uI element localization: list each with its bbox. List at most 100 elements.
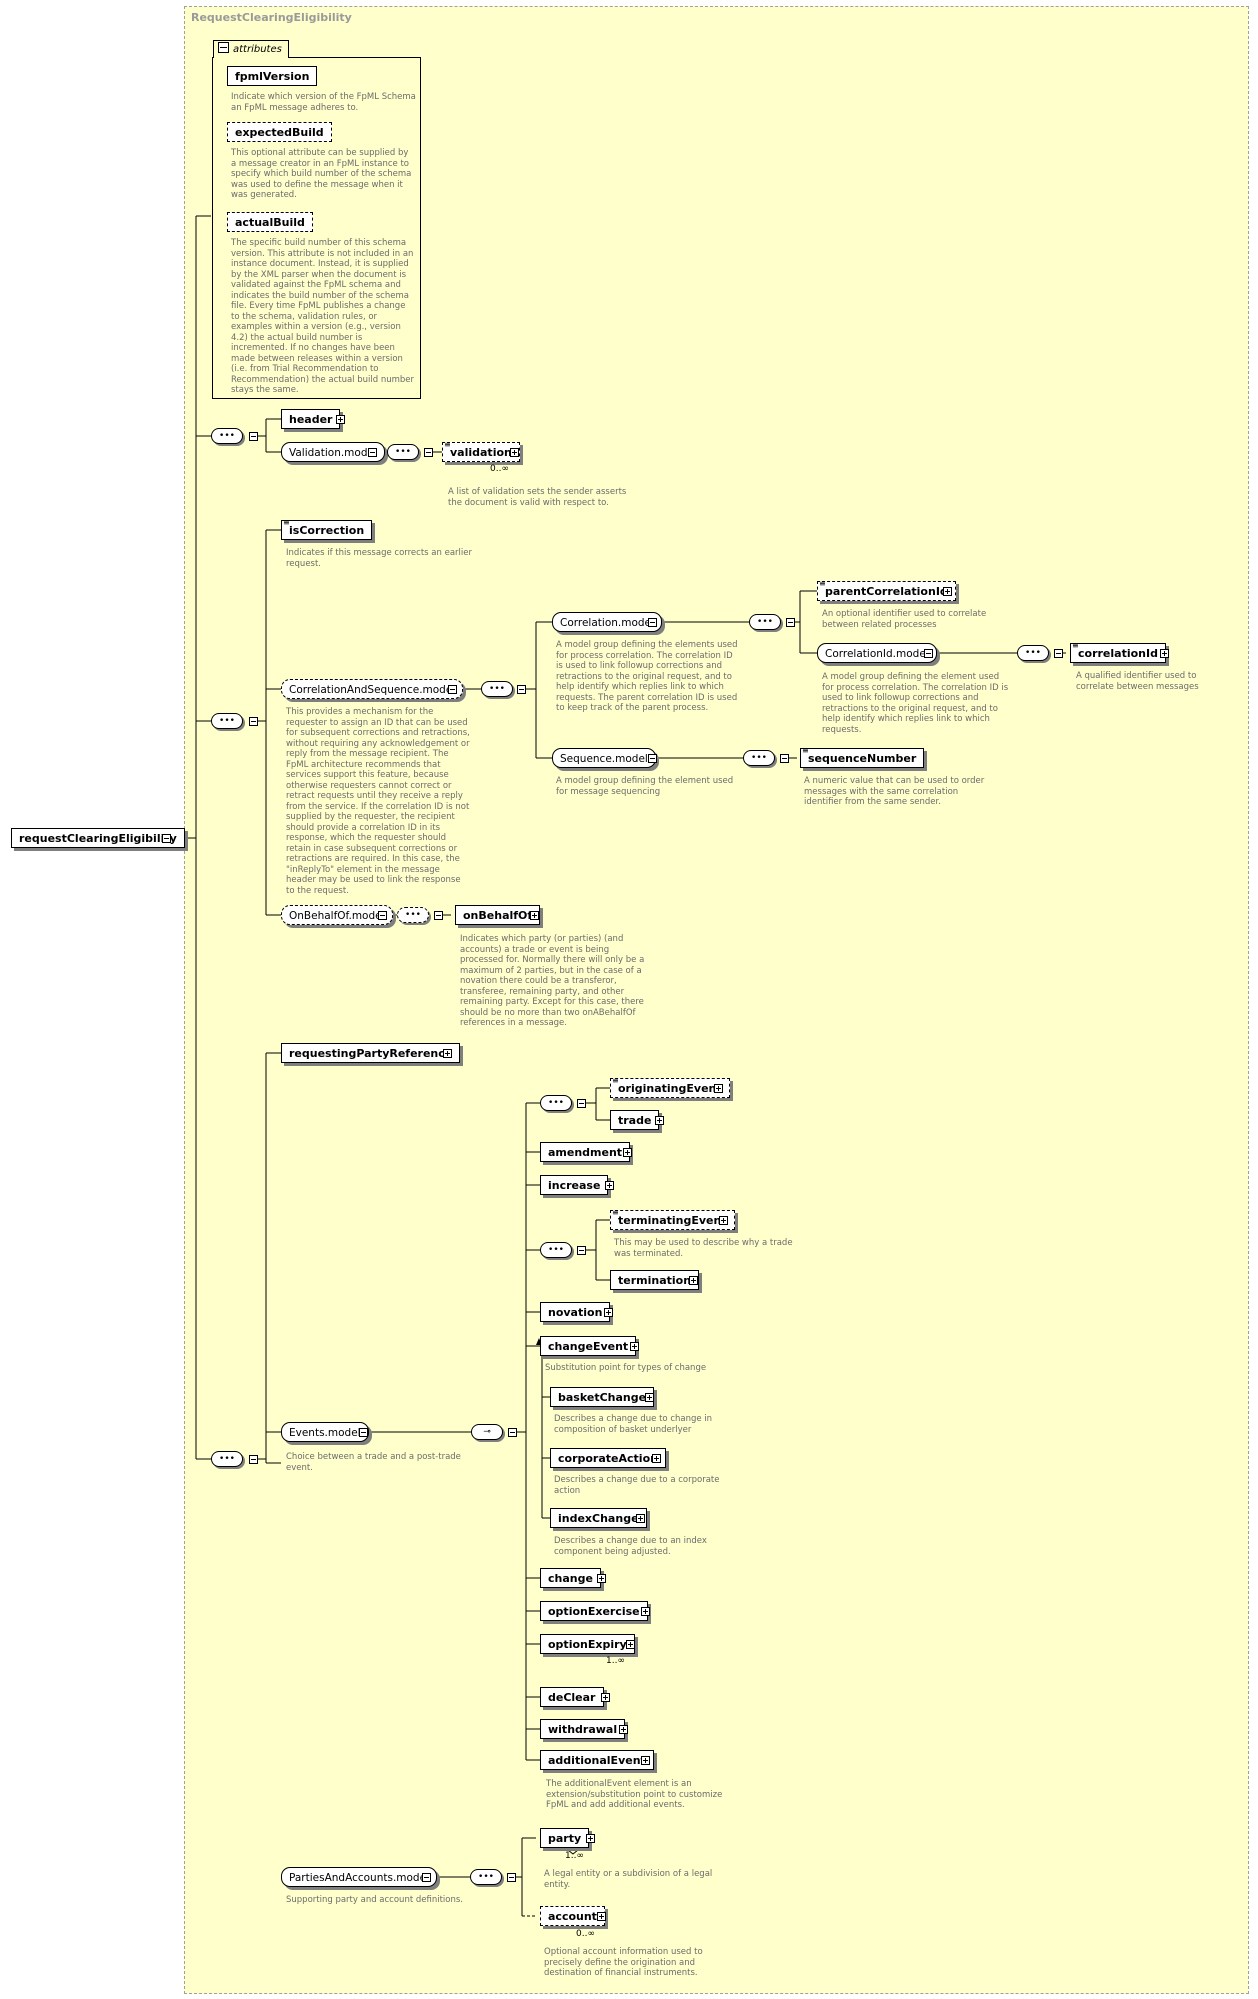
group-on-behalf-of-model[interactable]: OnBehalfOf.model — [281, 905, 393, 925]
element-correlation-id[interactable]: ≡correlationId — [1070, 642, 1166, 663]
element-is-correction[interactable]: ≡isCorrection — [281, 519, 373, 540]
collapse-icon[interactable] — [507, 1873, 516, 1882]
element-sequence-number[interactable]: ≡sequenceNumber — [800, 747, 925, 768]
attribute-fpml-version[interactable]: fpmlVersion — [227, 66, 318, 86]
collapse-icon[interactable] — [924, 649, 933, 658]
element-index-change[interactable]: indexChange — [550, 1508, 647, 1528]
element-option-expiry[interactable]: optionExpiry — [540, 1634, 635, 1654]
collapse-icon[interactable] — [577, 1099, 586, 1108]
sequence-compositor[interactable]: ••• — [470, 1869, 502, 1885]
collapse-icon[interactable] — [517, 685, 526, 694]
group-validation-model[interactable]: Validation.model — [281, 442, 385, 462]
collapse-icon[interactable] — [378, 911, 387, 920]
element-increase[interactable]: increase — [540, 1175, 609, 1195]
collapse-icon[interactable] — [218, 42, 229, 53]
attribute-actual-build[interactable]: actualBuild — [227, 212, 313, 232]
element-additional-event[interactable]: additionalEvent — [540, 1750, 654, 1770]
element-requesting-party-reference[interactable]: requestingPartyReference — [281, 1043, 461, 1063]
expand-icon[interactable] — [655, 1116, 664, 1125]
sequence-compositor[interactable]: ••• — [387, 444, 419, 460]
expand-icon[interactable] — [641, 1756, 650, 1765]
collapse-icon[interactable] — [577, 1246, 586, 1255]
collapse-icon[interactable] — [780, 754, 789, 763]
collapse-icon[interactable] — [508, 1428, 517, 1437]
collapse-icon[interactable] — [648, 754, 657, 763]
collapse-icon[interactable] — [448, 685, 457, 694]
expand-icon[interactable] — [645, 1393, 654, 1402]
element-originating-event[interactable]: ≡originatingEvent — [610, 1077, 730, 1098]
element-termination[interactable]: termination — [610, 1270, 700, 1290]
element-trade[interactable]: trade — [610, 1110, 660, 1130]
expand-icon[interactable] — [605, 1181, 614, 1190]
expand-icon[interactable] — [336, 415, 345, 424]
element-option-exercise[interactable]: optionExercise — [540, 1601, 648, 1621]
expand-icon[interactable] — [601, 1693, 610, 1702]
expand-icon[interactable] — [530, 911, 539, 920]
element-change-event[interactable]: changeEvent — [540, 1336, 637, 1356]
collapse-icon[interactable] — [249, 432, 258, 441]
expand-icon[interactable] — [443, 1049, 452, 1058]
sequence-compositor[interactable]: ••• — [211, 1451, 243, 1467]
collapse-icon[interactable] — [249, 1455, 258, 1464]
expand-icon[interactable] — [623, 1148, 632, 1157]
element-basket-change[interactable]: basketChange — [550, 1387, 655, 1407]
element-corporate-action[interactable]: corporateAction — [550, 1448, 666, 1468]
collapse-icon[interactable] — [249, 717, 258, 726]
collapse-icon[interactable] — [424, 448, 433, 457]
expand-icon[interactable] — [689, 1276, 698, 1285]
collapse-icon[interactable] — [786, 618, 795, 627]
group-correlation-and-sequence-model[interactable]: CorrelationAndSequence.model — [281, 679, 464, 699]
expand-icon[interactable] — [597, 1574, 606, 1583]
element-validation[interactable]: ≡validation — [442, 441, 520, 462]
collapse-icon[interactable] — [359, 1428, 368, 1437]
sequence-compositor[interactable]: ••• — [749, 614, 781, 630]
root-element[interactable]: requestClearingEligibility — [11, 828, 185, 848]
element-amendment[interactable]: amendment — [540, 1142, 631, 1162]
sequence-compositor[interactable]: ••• — [211, 428, 243, 444]
group-events-model[interactable]: Events.model — [281, 1422, 369, 1442]
group-parties-and-accounts-model[interactable]: PartiesAndAccounts.model — [281, 1867, 437, 1887]
element-de-clear[interactable]: deClear — [540, 1687, 604, 1707]
collapse-icon[interactable] — [422, 1873, 431, 1882]
expand-icon[interactable] — [714, 1084, 723, 1093]
expand-icon[interactable] — [586, 1834, 595, 1843]
expand-icon[interactable] — [1160, 649, 1169, 658]
expand-icon[interactable] — [604, 1308, 613, 1317]
group-sequence-model[interactable]: Sequence.model — [552, 748, 656, 768]
collapse-icon[interactable] — [648, 618, 657, 627]
sequence-compositor[interactable]: ••• — [1017, 645, 1049, 661]
expand-icon[interactable] — [652, 1454, 661, 1463]
expand-icon[interactable] — [626, 1640, 635, 1649]
expand-icon[interactable] — [719, 1216, 728, 1225]
expand-icon[interactable] — [510, 448, 519, 457]
expand-icon[interactable] — [630, 1342, 639, 1351]
expand-icon[interactable] — [641, 1607, 650, 1616]
sequence-compositor[interactable]: ••• — [540, 1095, 572, 1111]
expand-icon[interactable] — [943, 587, 952, 596]
attribute-expected-build[interactable]: expectedBuild — [227, 122, 332, 142]
collapse-icon[interactable] — [434, 911, 443, 920]
sequence-compositor[interactable]: ••• — [397, 907, 429, 923]
choice-compositor[interactable]: ⊸ — [471, 1424, 503, 1440]
group-correlation-id-model[interactable]: CorrelationId.model — [817, 643, 937, 663]
element-terminating-event[interactable]: ≡terminatingEvent — [610, 1209, 735, 1230]
element-parent-correlation-id[interactable]: ≡parentCorrelationId — [817, 580, 956, 601]
element-change[interactable]: change — [540, 1568, 601, 1588]
collapse-icon[interactable] — [368, 448, 377, 457]
expand-icon[interactable] — [636, 1514, 645, 1523]
sequence-compositor[interactable]: ••• — [540, 1242, 572, 1258]
element-withdrawal[interactable]: withdrawal — [540, 1719, 626, 1739]
element-account[interactable]: account — [540, 1906, 605, 1926]
sequence-compositor[interactable]: ••• — [743, 750, 775, 766]
collapse-icon[interactable] — [162, 834, 171, 843]
expand-icon[interactable] — [597, 1912, 606, 1921]
collapse-icon[interactable] — [1054, 649, 1063, 658]
expand-icon[interactable] — [619, 1725, 628, 1734]
element-party[interactable]: party — [540, 1828, 590, 1848]
group-correlation-model[interactable]: Correlation.model — [552, 612, 662, 632]
element-on-behalf-of[interactable]: onBehalfOf — [455, 905, 541, 925]
sequence-compositor[interactable]: ••• — [481, 681, 513, 697]
attributes-tab[interactable]: attributes — [213, 40, 289, 58]
sequence-compositor[interactable]: ••• — [211, 713, 243, 729]
element-header[interactable]: header — [281, 409, 341, 429]
